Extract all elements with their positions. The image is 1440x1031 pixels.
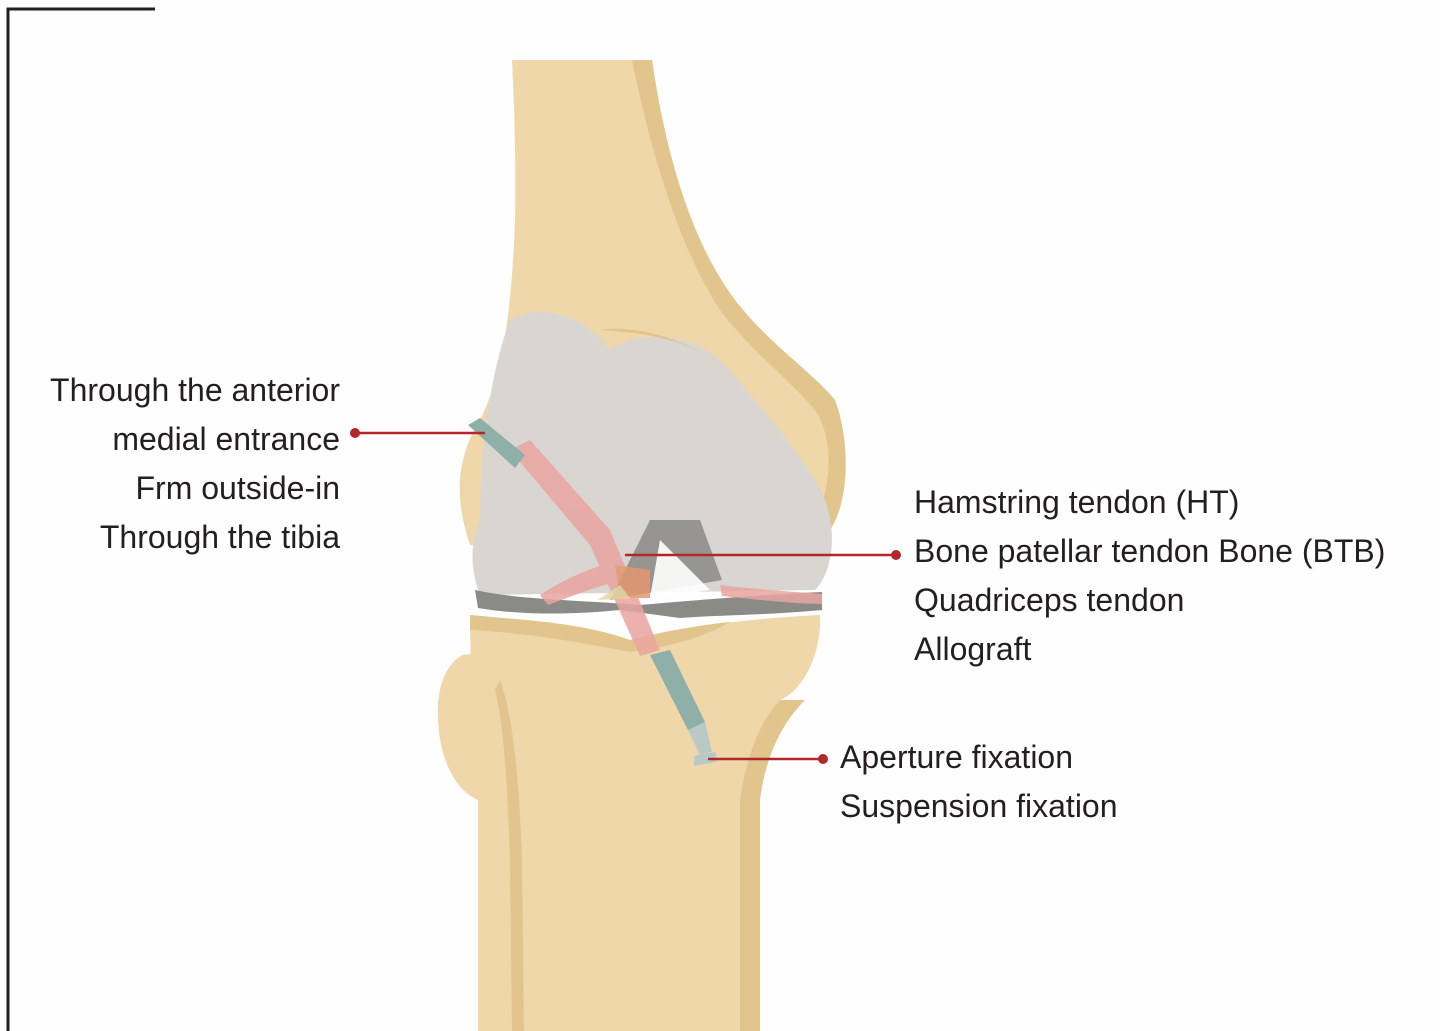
tunnel-option: Through the anterior [50,366,340,415]
tunnel-options-label: Through the anterior medial entrance Frm… [50,366,340,562]
tunnel-option: Through the tibia [50,513,340,562]
graft-option: Quadriceps tendon [914,576,1385,625]
graft-option: Bone patellar tendon Bone (BTB) [914,527,1385,576]
fixation-option: Suspension fixation [840,782,1118,831]
fixation-options-label: Aperture fixation Suspension fixation [840,733,1118,831]
graft-option: Hamstring tendon (HT) [914,478,1385,527]
graft-options-label: Hamstring tendon (HT) Bone patellar tend… [914,478,1385,674]
leader-tunnel [350,428,485,438]
fixation-option: Aperture fixation [840,733,1118,782]
tunnel-option: medial entrance [50,415,340,464]
femur-bone [460,60,846,595]
tunnel-option: Frm outside-in [50,464,340,513]
graft-option: Allograft [914,625,1385,674]
